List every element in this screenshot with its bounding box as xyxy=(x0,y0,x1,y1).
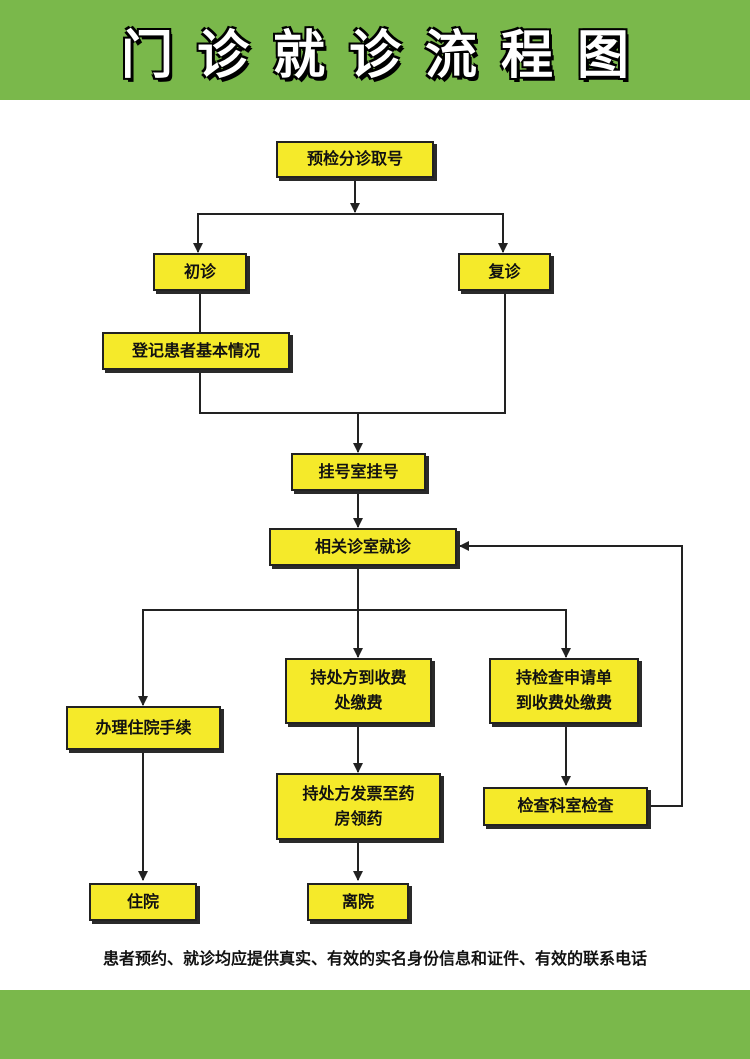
page-title: 门诊就诊流程图 xyxy=(120,25,653,86)
header-band: 门诊就诊流程图 xyxy=(0,0,750,100)
node-discharge: 离院 xyxy=(307,883,409,921)
connector-register-merge xyxy=(199,370,358,414)
node-admission: 办理住院手续 xyxy=(66,706,221,750)
node-registration: 挂号室挂号 xyxy=(291,453,426,491)
footer-band xyxy=(0,990,750,1059)
requirement-note: 患者预约、就诊均应提供真实、有效的实名身份信息和证件、有效的联系电话 xyxy=(102,949,647,968)
connector-consultation-split xyxy=(142,609,567,704)
connector-to-first-visit xyxy=(197,213,504,250)
node-exam-payment: 持检查申请单 到收费处缴费 xyxy=(489,658,639,724)
node-register-info: 登记患者基本情况 xyxy=(102,332,290,370)
node-first-visit: 初诊 xyxy=(153,253,247,291)
node-triage: 预检分诊取号 xyxy=(276,141,434,178)
node-consultation: 相关诊室就诊 xyxy=(269,528,457,566)
node-return-visit: 复诊 xyxy=(458,253,551,291)
node-exam: 检查科室检查 xyxy=(483,787,648,826)
node-prescription-payment: 持处方到收费 处缴费 xyxy=(285,658,432,724)
node-inpatient: 住院 xyxy=(89,883,197,921)
connector-return-merge xyxy=(358,292,506,414)
connector-exam-feedback xyxy=(459,541,683,807)
node-pharmacy: 持处方发票至药 房领药 xyxy=(276,773,441,840)
